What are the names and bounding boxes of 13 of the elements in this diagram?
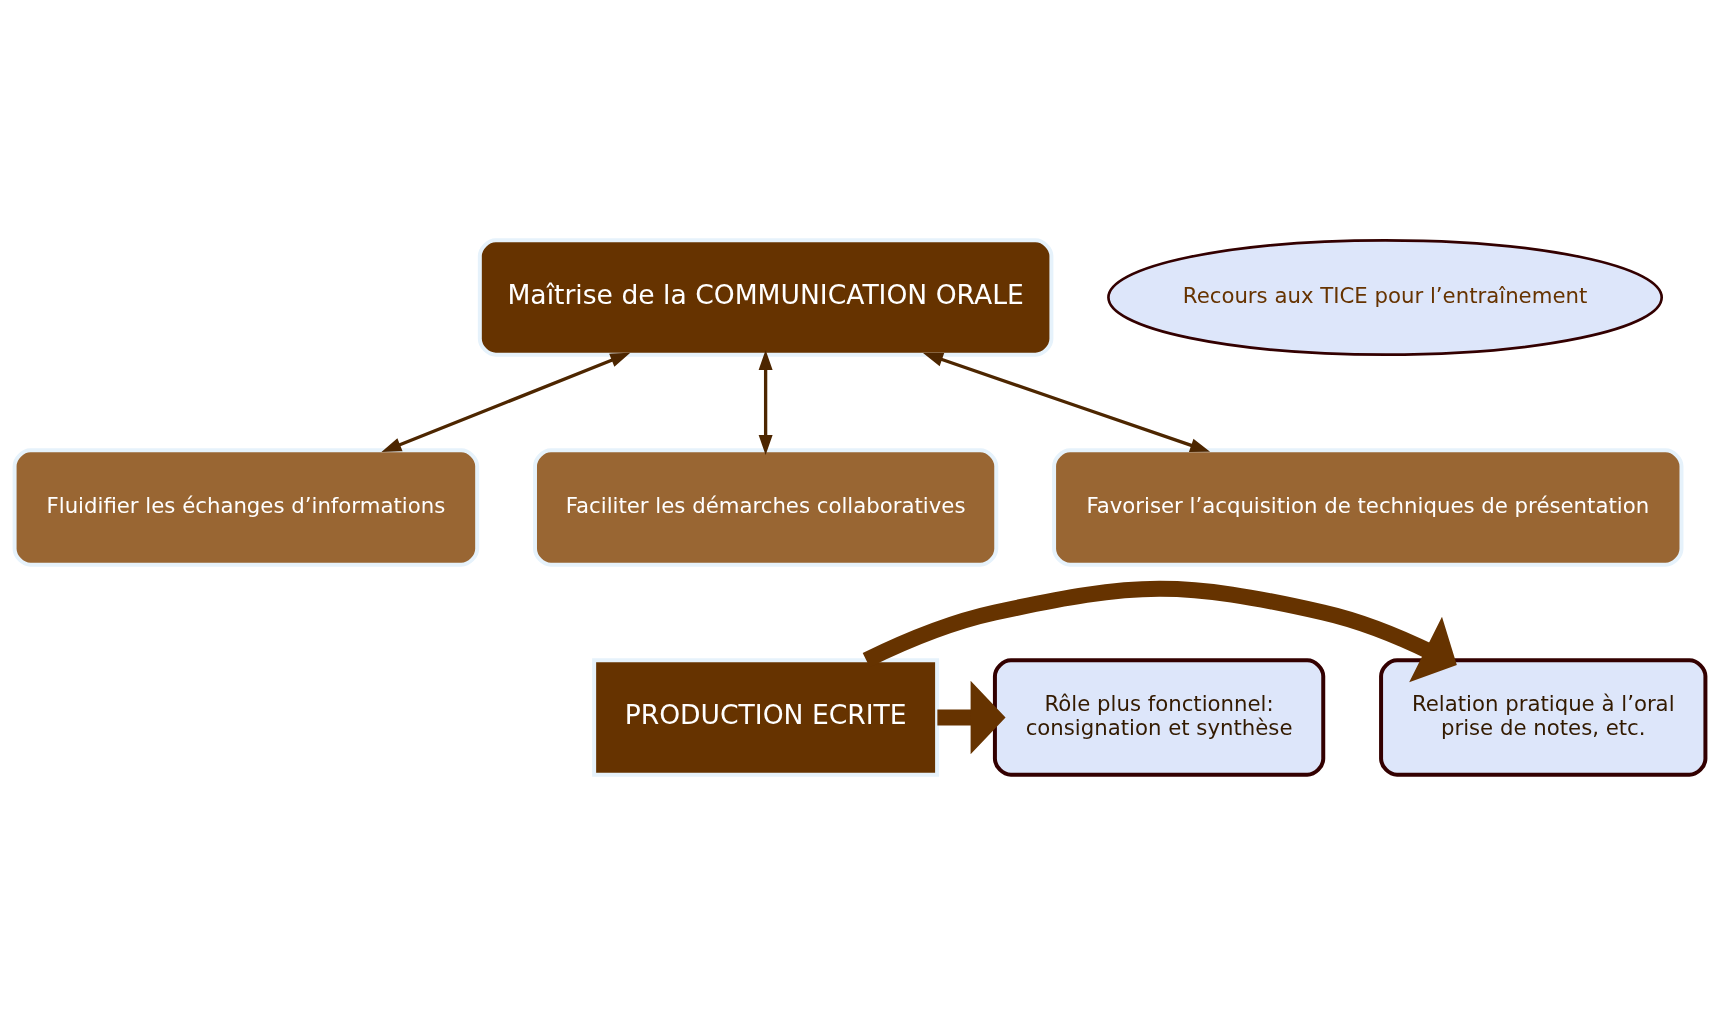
arrow — [923, 352, 1211, 452]
node-box: PRODUCTION ECRITE — [592, 658, 940, 777]
arrow — [937, 680, 1006, 755]
node-box: Faciliter les démarches collaboratives — [533, 448, 999, 567]
node-box: Favoriser l’acquisition de techniques de présentation — [1052, 448, 1684, 567]
arrow — [758, 349, 773, 456]
node-box: Rôle plus fonctionnel: consignation et synthèse — [992, 658, 1326, 777]
arrow — [381, 352, 631, 453]
node-box: Maîtrise de la COMMUNICATION ORALE — [477, 238, 1054, 357]
arrow — [862, 580, 1457, 683]
node-box: Relation pratique à l’oral prise de notes, etc. — [1379, 658, 1708, 777]
node-box: Fluidifier les échanges d’informations — [12, 448, 480, 567]
node-ellipse: Recours aux TICE pour l’entraînement — [1107, 239, 1663, 356]
